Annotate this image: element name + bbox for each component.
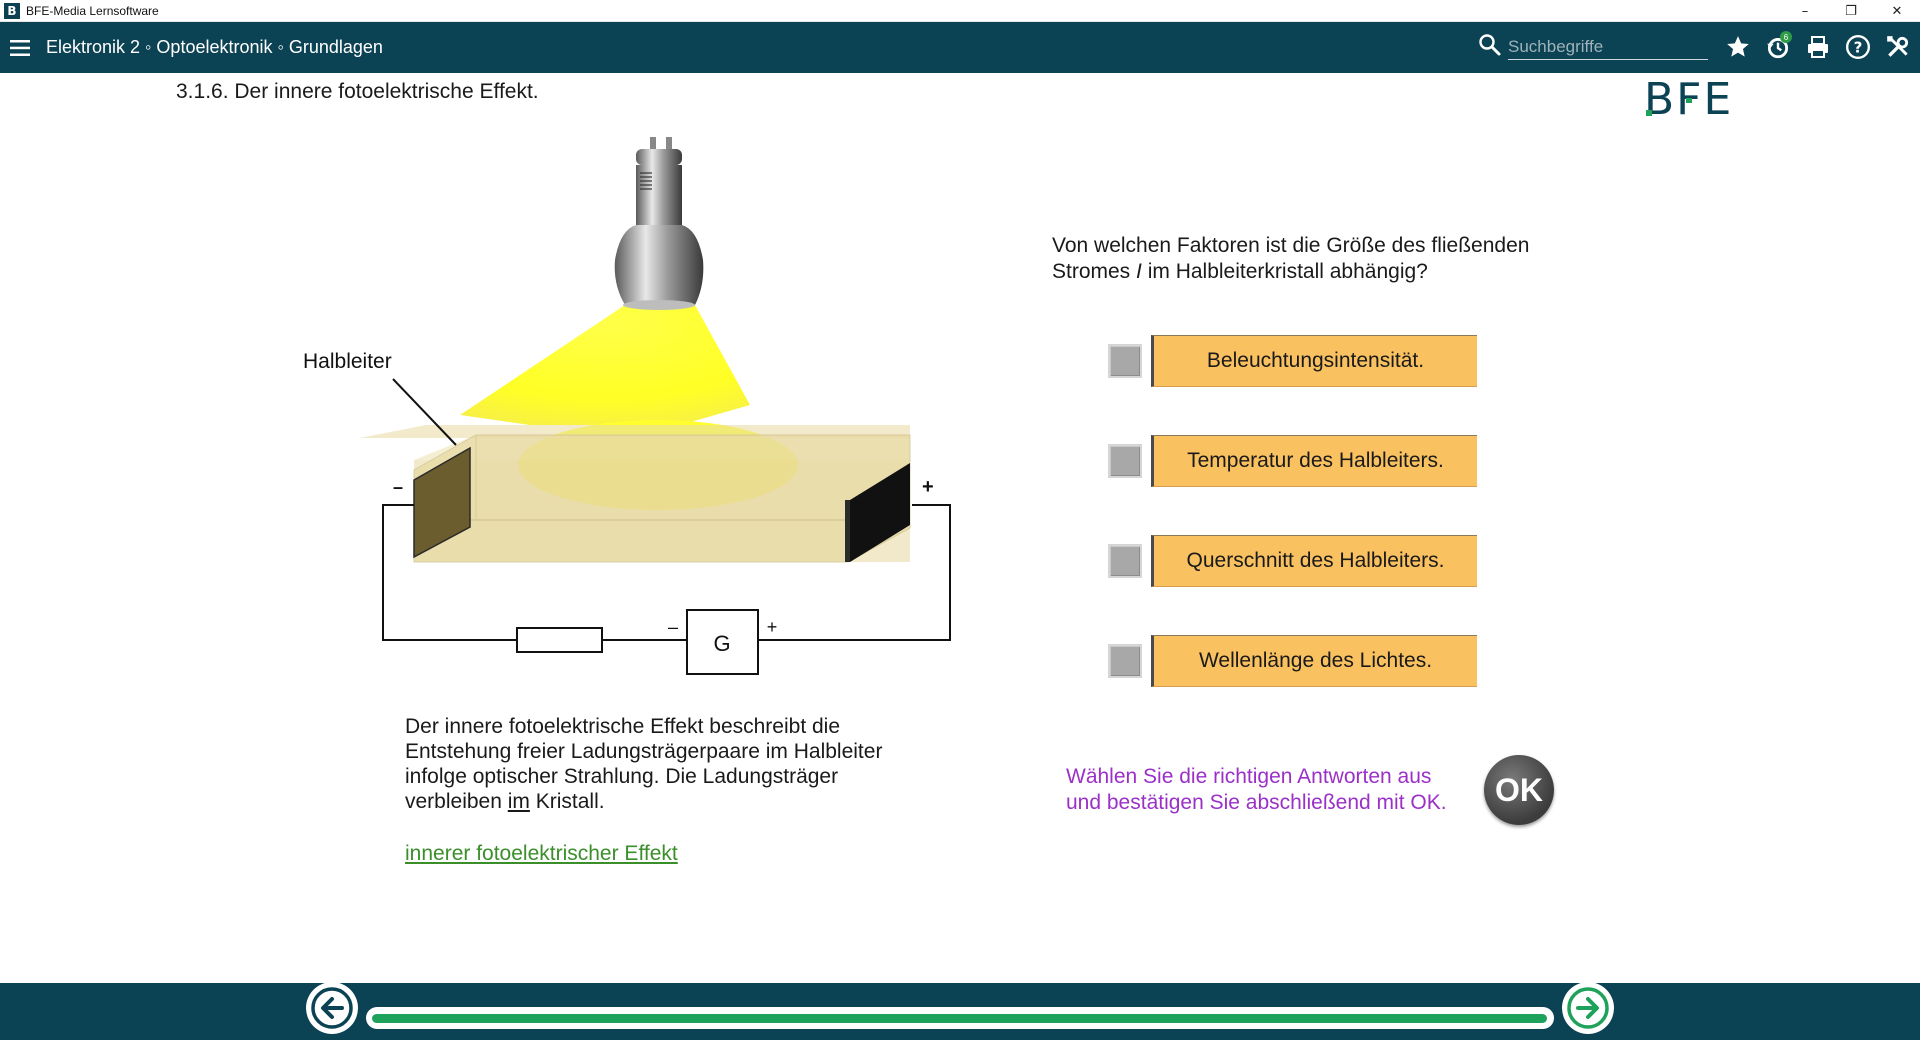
answer-button-1[interactable]: Beleuchtungsintensität. (1151, 335, 1477, 387)
question-variable: I (1136, 260, 1142, 283)
circuit-wire-left (382, 504, 517, 641)
progress-bar (372, 1014, 1547, 1023)
semiconductor-pointer (392, 378, 457, 446)
plus-label: + (922, 476, 934, 498)
window-title-bar: B BFE-Media Lernsoftware – ❐ ✕ (0, 0, 1920, 22)
lamp-icon (614, 137, 704, 310)
answer-button-2[interactable]: Temperatur des Halbleiters. (1151, 435, 1477, 487)
answer-checkbox-2[interactable] (1108, 444, 1142, 478)
description-line-1: Der innere fotoelektrische Effekt beschr… (405, 715, 841, 738)
window-title: BFE-Media Lernsoftware (26, 3, 159, 18)
answer-option-2: Temperatur des Halbleiters. (1108, 435, 1478, 487)
minimize-button[interactable]: – (1801, 3, 1809, 19)
next-page-button[interactable] (1562, 982, 1614, 1034)
breadcrumb[interactable]: Elektronik 2 ◦ Optoelektronik ◦ Grundlag… (46, 37, 383, 57)
update-badge: 6 (1780, 31, 1792, 43)
instruction-text: Wählen Sie die richtigen Antworten aus u… (1066, 764, 1486, 816)
restore-button[interactable]: ❐ (1845, 3, 1857, 19)
answer-button-4[interactable]: Wellenlänge des Lichtes. (1151, 635, 1477, 687)
page-title: 3.1.6. Der innere fotoelektrische Effekt… (176, 80, 539, 103)
hamburger-menu-icon[interactable] (0, 22, 40, 73)
minus-label: – (393, 477, 403, 497)
history-update-icon[interactable]: 6 (1762, 30, 1794, 64)
answer-option-3: Querschnitt des Halbleiters. (1108, 535, 1478, 587)
previous-page-button[interactable] (306, 982, 358, 1034)
instruction-line-1: Wählen Sie die richtigen Antworten aus (1066, 765, 1432, 788)
question-line-2: Stromes I im Halbleiterkristall abhängig… (1052, 259, 1612, 285)
effect-description: Der innere fotoelektrische Effekt beschr… (405, 714, 945, 814)
description-line-4-pre: verbleiben (405, 790, 508, 813)
semiconductor-block (413, 434, 911, 563)
answer-option-4: Wellenlänge des Lichtes. (1108, 635, 1478, 687)
question-text: Von welchen Faktoren ist die Größe des f… (1052, 233, 1612, 285)
question-line-2-post: im Halbleiterkristall abhängig? (1141, 260, 1428, 283)
help-icon[interactable]: ? (1842, 30, 1874, 64)
bfe-logo: BFE (1640, 74, 1740, 125)
instruction-line-2: und bestätigen Sie abschließend mit OK. (1066, 791, 1447, 814)
answer-button-3[interactable]: Querschnitt des Halbleiters. (1151, 535, 1477, 587)
top-navigation-bar: Elektronik 2 ◦ Optoelektronik ◦ Grundlag… (0, 22, 1920, 73)
description-line-2: Entstehung freier Ladungsträgerpaare im … (405, 740, 883, 763)
search-icon[interactable] (1478, 33, 1502, 62)
circuit-wire-right (758, 504, 951, 641)
close-button[interactable]: ✕ (1891, 3, 1903, 19)
glossary-link[interactable]: innerer fotoelektrischer Effekt (405, 842, 678, 865)
generator-label: G (713, 631, 730, 656)
question-line-2-pre: Stromes (1052, 260, 1137, 283)
window-controls: – ❐ ✕ (1782, 0, 1920, 22)
answer-checkbox-4[interactable] (1108, 644, 1142, 678)
arrow-right-icon (1567, 987, 1609, 1029)
generator-box (686, 609, 759, 675)
arrow-left-icon (311, 987, 353, 1029)
search-input[interactable] (1508, 34, 1708, 60)
right-electrode (850, 463, 910, 562)
answer-checkbox-3[interactable] (1108, 544, 1142, 578)
generator-plus: + (767, 617, 778, 637)
generator-minus: – (668, 617, 678, 637)
resistor (516, 627, 603, 653)
answer-checkbox-1[interactable] (1108, 344, 1142, 378)
description-line-4-post: Kristall. (529, 790, 605, 813)
ok-button[interactable]: OK (1484, 755, 1554, 825)
toolbar-icons: 6 ? (1722, 30, 1914, 64)
tools-settings-icon[interactable] (1882, 30, 1914, 64)
question-line-1: Von welchen Faktoren ist die Größe des f… (1052, 234, 1530, 257)
description-line-3: infolge optischer Strahlung. Die Ladungs… (405, 765, 839, 788)
photoelectric-effect-diagram: Halbleiter G – + – + (303, 137, 951, 675)
light-cone (460, 305, 750, 425)
search-area (1478, 30, 1708, 64)
svg-text:?: ? (1854, 38, 1863, 56)
answer-option-1: Beleuchtungsintensität. (1108, 335, 1478, 387)
app-icon: B (4, 2, 20, 19)
print-icon[interactable] (1802, 30, 1834, 64)
semiconductor-label: Halbleiter (303, 350, 392, 373)
left-electrode (413, 446, 471, 559)
description-line-4-underlined: im (507, 790, 530, 813)
description-line-4: verbleiben im Kristall. (405, 789, 945, 814)
favorites-star-icon[interactable] (1722, 30, 1754, 64)
